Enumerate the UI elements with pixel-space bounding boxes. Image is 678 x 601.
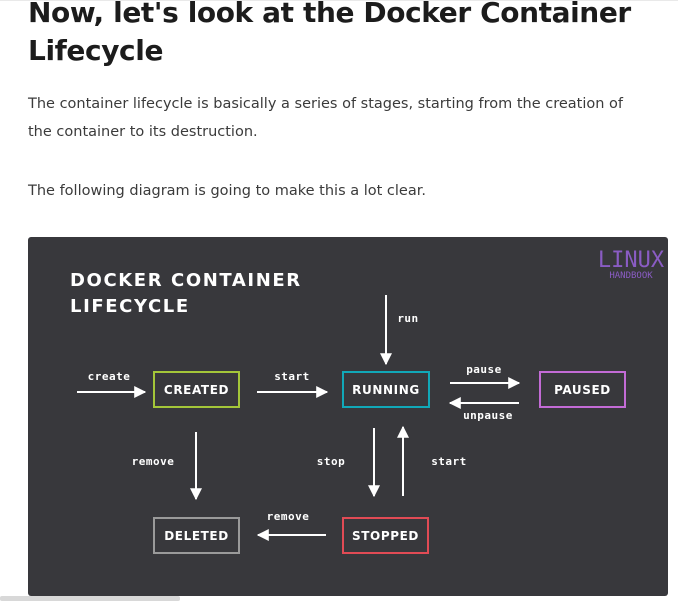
section-heading: Now, let's look at the Docker Container … [28, 0, 668, 70]
state-created-box [153, 371, 240, 408]
linux-handbook-logo: LINUX HANDBOOK [598, 248, 665, 281]
label-start: start [274, 370, 310, 383]
state-deleted-box [153, 517, 240, 554]
label-create: create [88, 370, 131, 383]
state-paused-label: PAUSED [554, 383, 611, 397]
label-remove-created: remove [132, 455, 175, 468]
label-pause: pause [466, 363, 502, 376]
state-stopped-label: STOPPED [352, 529, 419, 543]
logo-text-line-1: LINUX [598, 248, 665, 273]
diagram-intro-paragraph: The following diagram is going to make t… [28, 183, 426, 199]
state-stopped: STOPPED [342, 517, 429, 554]
lifecycle-diagram: DOCKER CONTAINER LIFECYCLE LINUX HANDBOO… [28, 237, 668, 596]
diagram-title-line-1: DOCKER CONTAINER [70, 270, 302, 291]
state-running: RUNNING [342, 371, 430, 408]
state-stopped-box [342, 517, 429, 554]
state-deleted-label: DELETED [164, 529, 229, 543]
intro-paragraph: The container lifecycle is basically a s… [28, 90, 668, 146]
state-created: CREATED [153, 371, 240, 408]
diagram-title-line-2: LIFECYCLE [70, 296, 190, 317]
lifecycle-diagram-svg: DOCKER CONTAINER LIFECYCLE LINUX HANDBOO… [70, 248, 665, 554]
label-run: run [397, 312, 418, 325]
top-divider [0, 0, 678, 1]
state-running-box [342, 371, 430, 408]
state-paused: PAUSED [539, 371, 626, 408]
state-paused-box [539, 371, 626, 408]
section-heading-line-1: Now, let's look at the Docker Container [28, 0, 631, 29]
label-unpause: unpause [463, 409, 513, 422]
label-start-stopped: start [431, 455, 467, 468]
state-created-label: CREATED [164, 383, 229, 397]
label-remove-stopped: remove [267, 510, 310, 523]
logo-text-line-2: HANDBOOK [609, 271, 653, 281]
state-deleted: DELETED [153, 517, 240, 554]
state-running-label: RUNNING [352, 383, 420, 397]
horizontal-scrollbar[interactable] [0, 596, 180, 601]
intro-paragraph-line-1: The container lifecycle is basically a s… [28, 96, 624, 112]
section-heading-line-2: Lifecycle [28, 34, 164, 67]
label-stop: stop [317, 455, 346, 468]
intro-paragraph-line-2: the container to its destruction. [28, 124, 258, 140]
